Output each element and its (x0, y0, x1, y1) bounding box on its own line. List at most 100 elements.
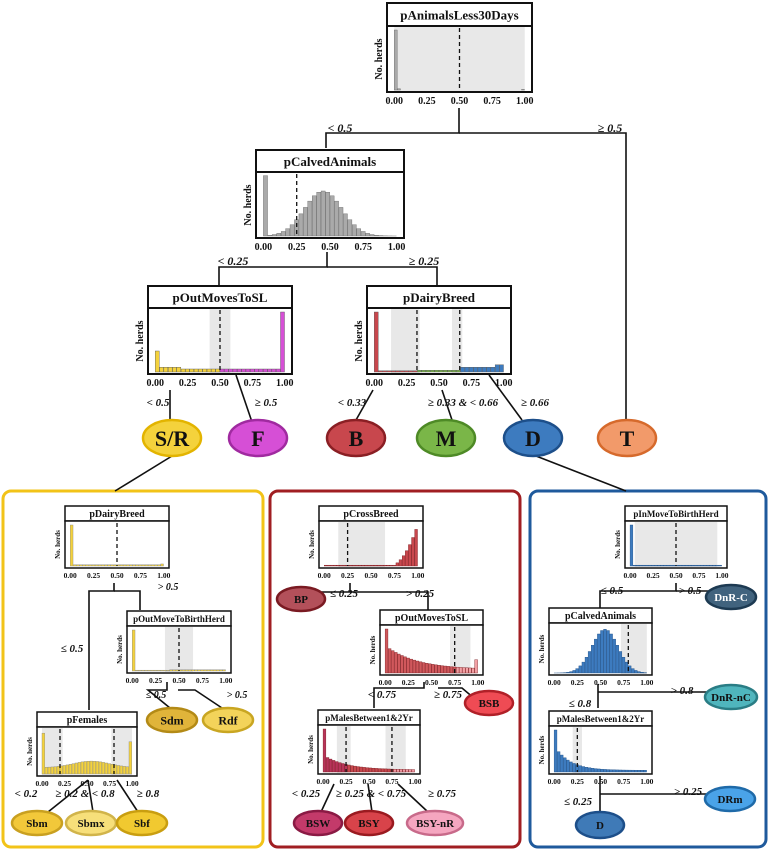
histogram-bar (333, 564, 337, 567)
edge-label-sro_left: ≤ 0.5 (146, 690, 167, 701)
histogram-bar (386, 564, 390, 567)
histogram-bar (147, 669, 151, 672)
histogram-bar (378, 370, 383, 373)
histogram-bar (443, 370, 448, 373)
leaf-f: F (227, 418, 289, 458)
histogram-bar (629, 524, 634, 567)
histogram-bar (697, 564, 701, 567)
histogram-bar (594, 638, 598, 674)
histogram-bar (322, 728, 327, 773)
edge-label-srd_right: > 0.5 (158, 582, 179, 593)
histogram-bar (181, 669, 186, 672)
tree-edge (599, 583, 677, 608)
tree-edge (145, 682, 171, 709)
histogram-bar (94, 564, 99, 567)
histogram-bar (396, 769, 400, 773)
histogram-bar (271, 368, 277, 373)
histogram-bar (594, 768, 598, 773)
histogram-bar (358, 564, 362, 567)
histogram-bar (276, 233, 282, 237)
histogram-bar (395, 370, 401, 373)
histogram-bar (56, 766, 60, 775)
tick-label: 0.75 (692, 571, 705, 580)
histogram-bar (329, 195, 335, 237)
tree-edge (327, 266, 438, 285)
histogram-bar (101, 762, 105, 775)
histogram-bar (632, 564, 637, 567)
threshold-band (336, 726, 351, 773)
histogram-bar (462, 667, 466, 674)
tick-label: 0.75 (463, 378, 481, 389)
node-title: pMalesBetween1&2Yr (325, 713, 412, 723)
edge-label-root_left: < 0.5 (328, 121, 353, 135)
tick-label: 0.50 (364, 571, 377, 580)
histogram-bar (95, 761, 99, 775)
leaf-sbmx: Sbmx (64, 809, 118, 837)
leaf-label: DnR-C (714, 592, 748, 604)
histogram-bar (451, 370, 457, 373)
leaf-label: Sbmx (78, 818, 105, 830)
leaf-dnrnc: DnR-nC (703, 683, 759, 711)
histogram-bar (85, 564, 89, 567)
leaf-d: D (502, 418, 564, 458)
histogram-bar (425, 370, 431, 373)
tick-label: 0.50 (321, 242, 339, 253)
histogram-bar (104, 762, 108, 775)
edge-label-dairy_mid: ≥ 0.33 & < 0.66 (428, 397, 499, 409)
histogram-bar (399, 769, 403, 773)
histogram-bar (666, 564, 670, 567)
histogram-bar (222, 669, 226, 672)
y-axis-title: No. herds (308, 530, 316, 559)
leaf-label: Sdm (160, 713, 183, 727)
histogram-bar (631, 668, 635, 674)
tick-label: 0.50 (430, 378, 448, 389)
histogram-bar (400, 655, 404, 674)
tick-label: 0.25 (339, 777, 352, 786)
histogram-bar (185, 669, 189, 672)
edge-label-bo_right: ≥ 0.75 (434, 689, 463, 701)
histogram-bar (119, 564, 124, 567)
tree-edge (88, 583, 115, 710)
node-title: pInMoveToBirthHerd (633, 509, 718, 519)
histogram-bar (92, 760, 96, 775)
node-title: pOutMoveToBirthHerd (133, 614, 225, 624)
histogram-bar (129, 564, 133, 567)
histogram-bar (338, 207, 344, 237)
histogram-bar (639, 564, 643, 567)
histogram-bar (597, 768, 601, 773)
panel-sr (1, 489, 265, 849)
histogram-bar (336, 564, 340, 567)
histogram-bar (194, 669, 198, 672)
tick-label: 0.25 (571, 777, 584, 786)
histogram-bar (154, 350, 160, 373)
histogram-bar (409, 658, 413, 674)
histogram-bar (53, 766, 57, 775)
histogram-bar (553, 729, 558, 773)
histogram-bar (237, 368, 242, 373)
tree-edge (441, 389, 453, 421)
histogram-bar (151, 564, 155, 567)
leaf-sbf: Sbf (115, 809, 169, 837)
histogram-bar (125, 766, 129, 775)
histogram-bar (447, 370, 452, 373)
histogram-bar (44, 767, 48, 775)
histogram-bar (245, 368, 251, 373)
histogram-bar (258, 368, 264, 373)
leaf-bp: BP (275, 585, 327, 613)
histogram-bar (469, 367, 474, 373)
histogram-bar (232, 368, 238, 373)
leaf-label: BP (294, 594, 308, 606)
histogram-bar (569, 671, 573, 674)
tick-label: 0.75 (385, 777, 398, 786)
histogram-bar (578, 665, 582, 674)
histogram-bar (324, 564, 328, 567)
tick-label: 0.00 (318, 571, 331, 580)
histogram-bar (41, 732, 45, 775)
histogram-bar (389, 564, 393, 567)
node-title: pAnimalsLess30Days (400, 8, 518, 23)
histogram-bar (625, 661, 629, 674)
